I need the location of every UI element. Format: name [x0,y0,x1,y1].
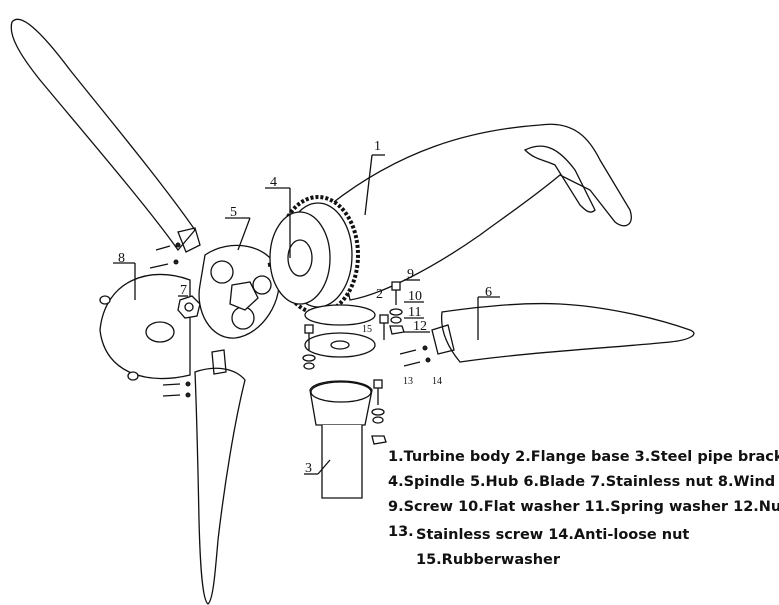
small-screws [149,242,431,398]
legend-line-4: Stainless screw 14.Anti-loose nut [416,527,690,543]
leader-lines [113,154,500,475]
legend-line-2: 4.Spindle 5.Hub 6.Blade 7.Stainless nut … [388,474,779,490]
stainless-nut [177,295,201,319]
callout-9: 9 [407,267,414,282]
blade-upper [10,18,196,252]
blade-right [440,302,695,363]
callout-5: 5 [230,205,237,220]
callout-6: 6 [485,285,492,300]
wind-cap [99,273,191,380]
callout-1: 1 [374,139,381,154]
callout-4: 4 [270,175,277,190]
callout-8: 8 [118,251,125,266]
legend-line-1: 1.Turbine body 2.Flange base 3.Steel pip… [388,449,779,465]
turbine-body [329,123,632,301]
callout-13: 13 [403,376,413,387]
callout-15: 15 [362,324,372,335]
legend-line-3: 9.Screw 10.Flat washer 11.Spring washer … [388,499,779,515]
callout-10: 10 [408,289,422,304]
legend-line-4-number: 13. [388,524,414,540]
callout-11: 11 [408,305,421,320]
callout-7: 7 [180,283,187,298]
callout-2: 2 [376,287,383,302]
callout-14: 14 [432,376,442,387]
legend-line-5: 15.Rubberwasher [416,552,561,568]
callout-3: 3 [305,461,312,476]
callout-12: 12 [413,319,427,334]
flange-base [304,304,376,326]
blade-lower [194,367,246,605]
screws [302,281,405,445]
